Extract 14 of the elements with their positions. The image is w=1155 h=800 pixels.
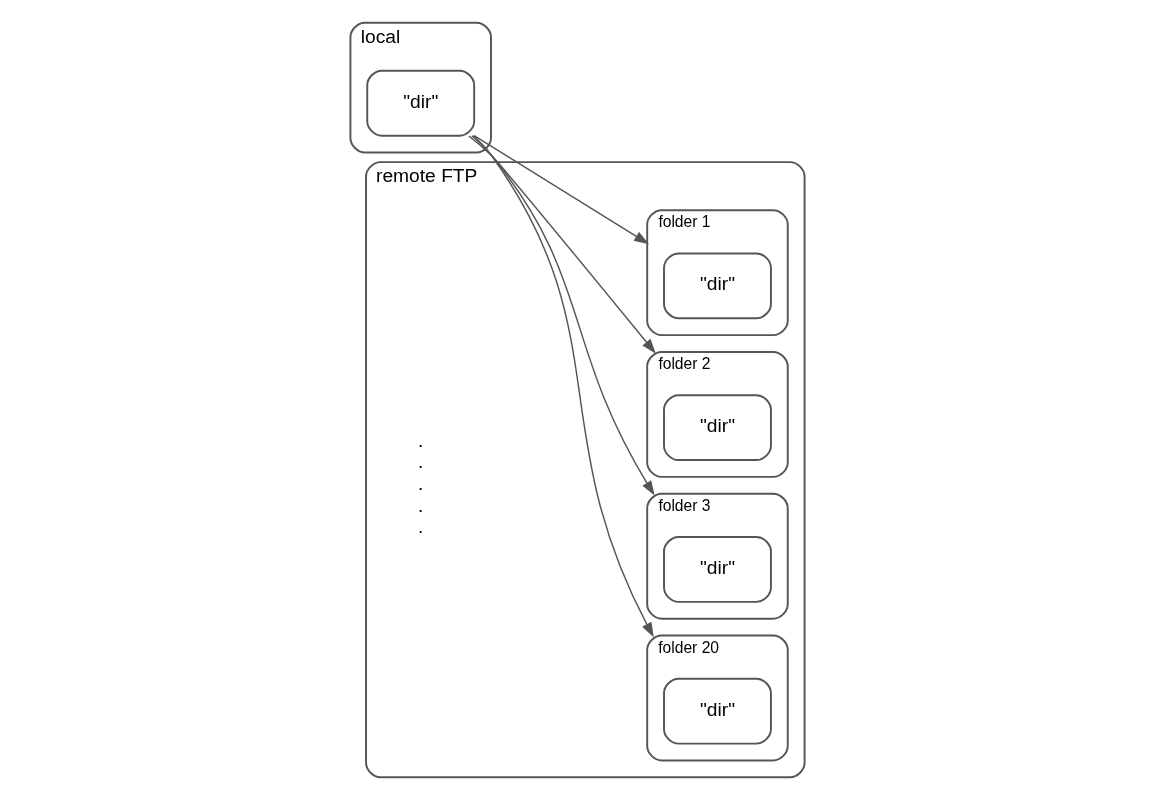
arrow <box>471 135 655 496</box>
node-box: "dir" <box>663 536 772 603</box>
label: . <box>418 516 424 538</box>
label: . <box>418 429 424 451</box>
node-box: "dir" <box>663 394 772 462</box>
arrow <box>473 134 650 245</box>
node-box: "dir" <box>663 252 772 320</box>
arrow <box>468 135 656 354</box>
label: . <box>418 494 424 516</box>
label: . <box>418 451 424 473</box>
arrow <box>472 135 654 638</box>
node-box: "dir" <box>366 69 476 137</box>
label: . <box>418 472 424 494</box>
node-box: "dir" <box>663 677 772 745</box>
